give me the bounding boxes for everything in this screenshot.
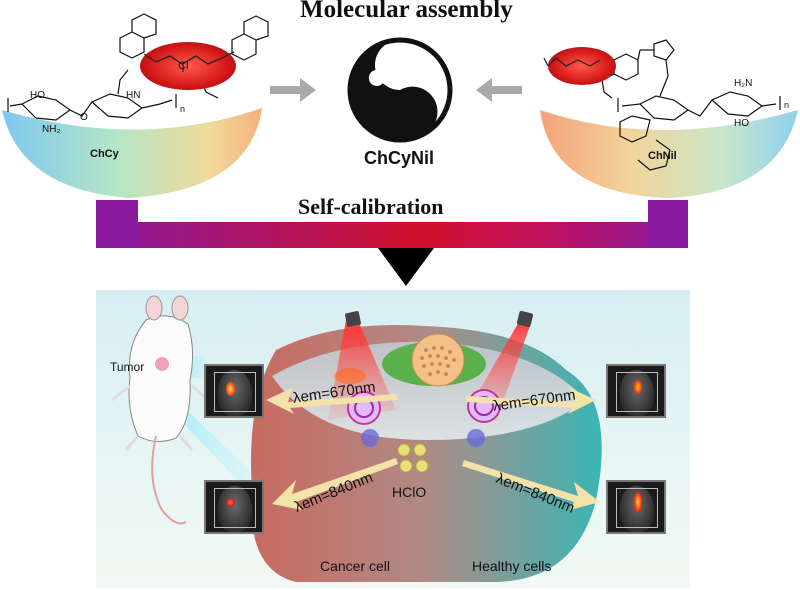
top-scheme	[2, 13, 798, 286]
chcy-nh2-label: NH₂	[42, 124, 61, 135]
chcy-label: ChCy	[90, 148, 119, 160]
right-top-image	[606, 364, 666, 418]
left-bowl	[2, 108, 262, 198]
calibration-bar	[96, 222, 684, 248]
em-arrow-right-top	[466, 388, 596, 414]
left-arrow-icon	[270, 78, 316, 102]
imaging-panel: Tumor HClO Cancer cell Healthy cells λem…	[96, 290, 690, 588]
chnil-oh-label: HO	[734, 118, 749, 129]
right-laser-icon	[516, 310, 534, 328]
chnil-n-label: n	[784, 100, 790, 110]
calibration-left-post	[96, 200, 138, 248]
healthy-cells-label: Healthy cells	[472, 558, 552, 574]
calibration-label: Self-calibration	[298, 194, 444, 219]
yin-yang-icon	[347, 37, 453, 143]
left-laser-icon	[345, 311, 361, 327]
chcy-n-label: n	[180, 104, 186, 114]
chcy-o-label: O	[80, 112, 88, 123]
panel-art	[111, 295, 602, 582]
calibration-right-post	[648, 200, 688, 248]
em-arrow-left-top	[266, 388, 398, 414]
tumor-label: Tumor	[110, 360, 145, 374]
cancer-cell-label: Cancer cell	[320, 558, 391, 574]
chcynil-label: ChCyNil	[364, 148, 435, 168]
em-arrow-left-bottom	[272, 458, 398, 510]
right-bottom-image	[606, 480, 666, 534]
em-arrow-right-bottom	[462, 460, 600, 510]
chnil-label: ChNil	[648, 150, 677, 162]
chcy-structure	[7, 13, 269, 121]
figure-title: Molecular assembly	[300, 0, 513, 23]
mouse-illustration	[111, 295, 207, 525]
left-laser-beam	[328, 320, 396, 420]
chcy-cl-label: Cl	[178, 60, 189, 72]
chcy-nh-label: HN	[126, 90, 141, 101]
left-top-image	[204, 364, 264, 418]
hclo-molecules	[397, 443, 429, 473]
nile-highlight	[548, 47, 616, 85]
left-bottom-image	[204, 480, 264, 534]
down-arrow-icon	[378, 248, 434, 286]
chnil-nh2-label: H₂N	[734, 78, 753, 89]
right-arrow-icon	[476, 78, 522, 102]
cyanine-highlight	[140, 42, 236, 90]
hclo-label: HClO	[392, 484, 427, 500]
nucleus	[382, 333, 486, 387]
chcy-oh-label: HO	[30, 90, 45, 101]
